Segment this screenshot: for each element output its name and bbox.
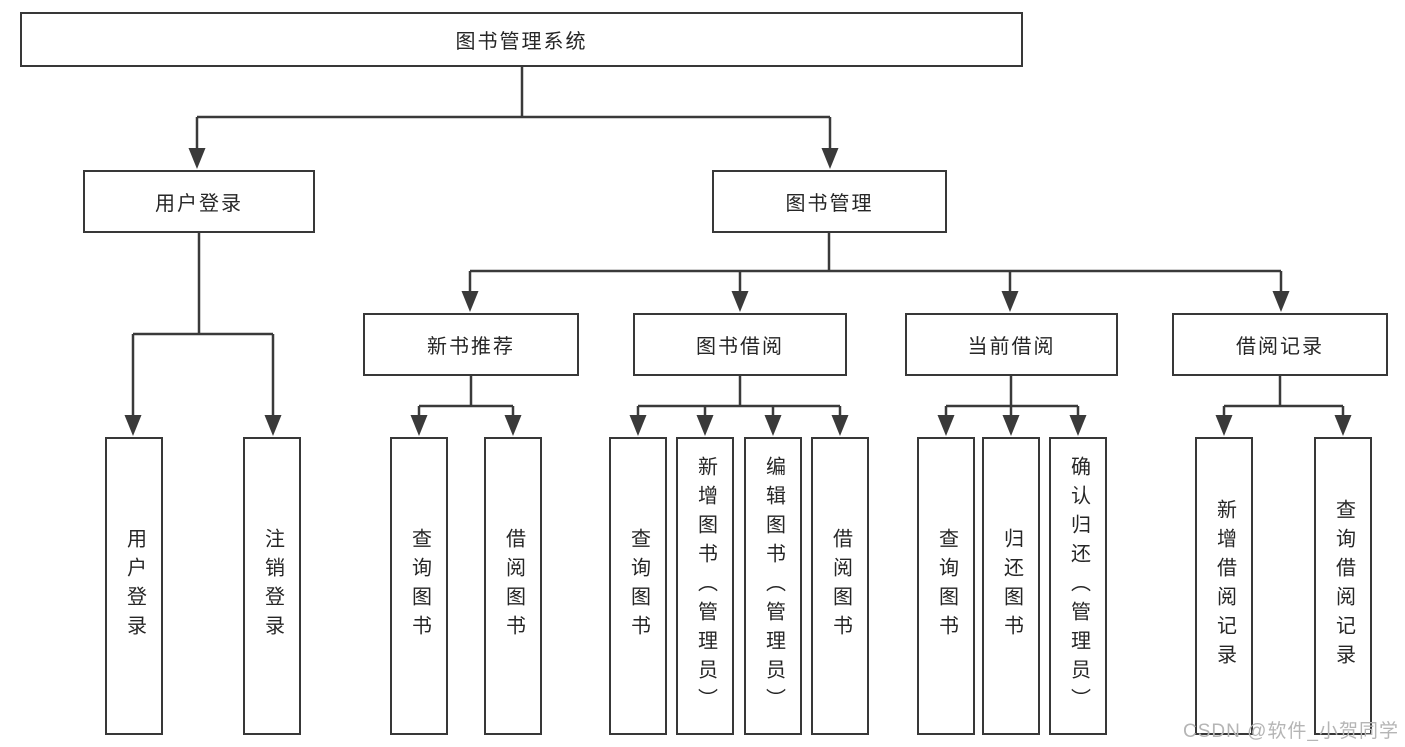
watermark-text: CSDN @软件_小贺同学 (1183, 721, 1399, 742)
leaf-label: 借阅图书 (502, 528, 525, 644)
leaf-label: 查询图书 (627, 528, 650, 644)
connector-current-to-leaves (944, 376, 1080, 418)
leaf-label: 注销登录 (261, 528, 284, 644)
leaf-label: 确认归还（管理员） (1067, 455, 1090, 717)
arrowhead-icon (124, 415, 142, 436)
arrowhead-icon (1001, 291, 1019, 312)
leaf-query-books-3: 查询图书 (917, 437, 975, 735)
leaf-return-books: 归还图书 (982, 437, 1040, 735)
leaf-label: 新增借阅记录 (1213, 499, 1236, 673)
leaf-add-book-admin: 新增图书（管理员） (676, 437, 734, 735)
arrowhead-icon (696, 415, 714, 436)
arrowhead-icon (731, 291, 749, 312)
arrowhead-icon (821, 148, 839, 169)
arrowhead-icon (764, 415, 782, 436)
leaf-label: 编辑图书（管理员） (762, 455, 785, 717)
arrowhead-icon (264, 415, 282, 436)
arrowhead-icon (1002, 415, 1020, 436)
leaf-label: 归还图书 (1000, 528, 1023, 644)
arrowhead-icon (1272, 291, 1290, 312)
arrowhead-icon (1334, 415, 1352, 436)
leaf-label: 用户登录 (123, 528, 146, 644)
arrowhead-icon (831, 415, 849, 436)
arrowhead-icon (937, 415, 955, 436)
leaf-add-borrow-record: 新增借阅记录 (1195, 437, 1253, 735)
leaf-query-books-2: 查询图书 (609, 437, 667, 735)
arrowhead-icon (504, 415, 522, 436)
arrowhead-icon (629, 415, 647, 436)
leaf-label: 查询借阅记录 (1332, 499, 1355, 673)
leaf-label: 查询图书 (408, 528, 431, 644)
leaf-label: 新增图书（管理员） (694, 455, 717, 717)
node-library-management-system: 图书管理系统 (20, 12, 1023, 67)
node-book-borrowing: 图书借阅 (633, 313, 847, 376)
leaf-label: 借阅图书 (829, 528, 852, 644)
arrowhead-icon (188, 148, 206, 169)
arrowheads (124, 148, 1352, 436)
node-current-borrowing: 当前借阅 (905, 313, 1118, 376)
leaf-confirm-return-admin: 确认归还（管理员） (1049, 437, 1107, 735)
connector-bookmgmt-to-level3 (468, 233, 1283, 293)
arrowhead-icon (1215, 415, 1233, 436)
leaf-logout: 注销登录 (243, 437, 301, 735)
leaf-query-books-1: 查询图书 (390, 437, 448, 735)
node-user-login: 用户登录 (83, 170, 315, 233)
node-new-book-recommend: 新书推荐 (363, 313, 579, 376)
arrowhead-icon (410, 415, 428, 436)
arrowhead-icon (461, 291, 479, 312)
leaf-user-login: 用户登录 (105, 437, 163, 735)
connector-newbook-to-leaves (417, 376, 515, 418)
node-borrowing-records: 借阅记录 (1172, 313, 1388, 376)
leaf-borrow-books-2: 借阅图书 (811, 437, 869, 735)
connector-root-to-level2 (195, 67, 832, 150)
arrowhead-icon (1069, 415, 1087, 436)
connector-userlogin-to-leaves (131, 233, 275, 417)
node-book-management: 图书管理 (712, 170, 947, 233)
leaf-borrow-books-1: 借阅图书 (484, 437, 542, 735)
connector-borrowing-to-leaves (636, 376, 842, 418)
leaf-query-borrow-record: 查询借阅记录 (1314, 437, 1372, 735)
leaf-edit-book-admin: 编辑图书（管理员） (744, 437, 802, 735)
leaf-label: 查询图书 (935, 528, 958, 644)
connector-records-to-leaves (1222, 376, 1345, 418)
